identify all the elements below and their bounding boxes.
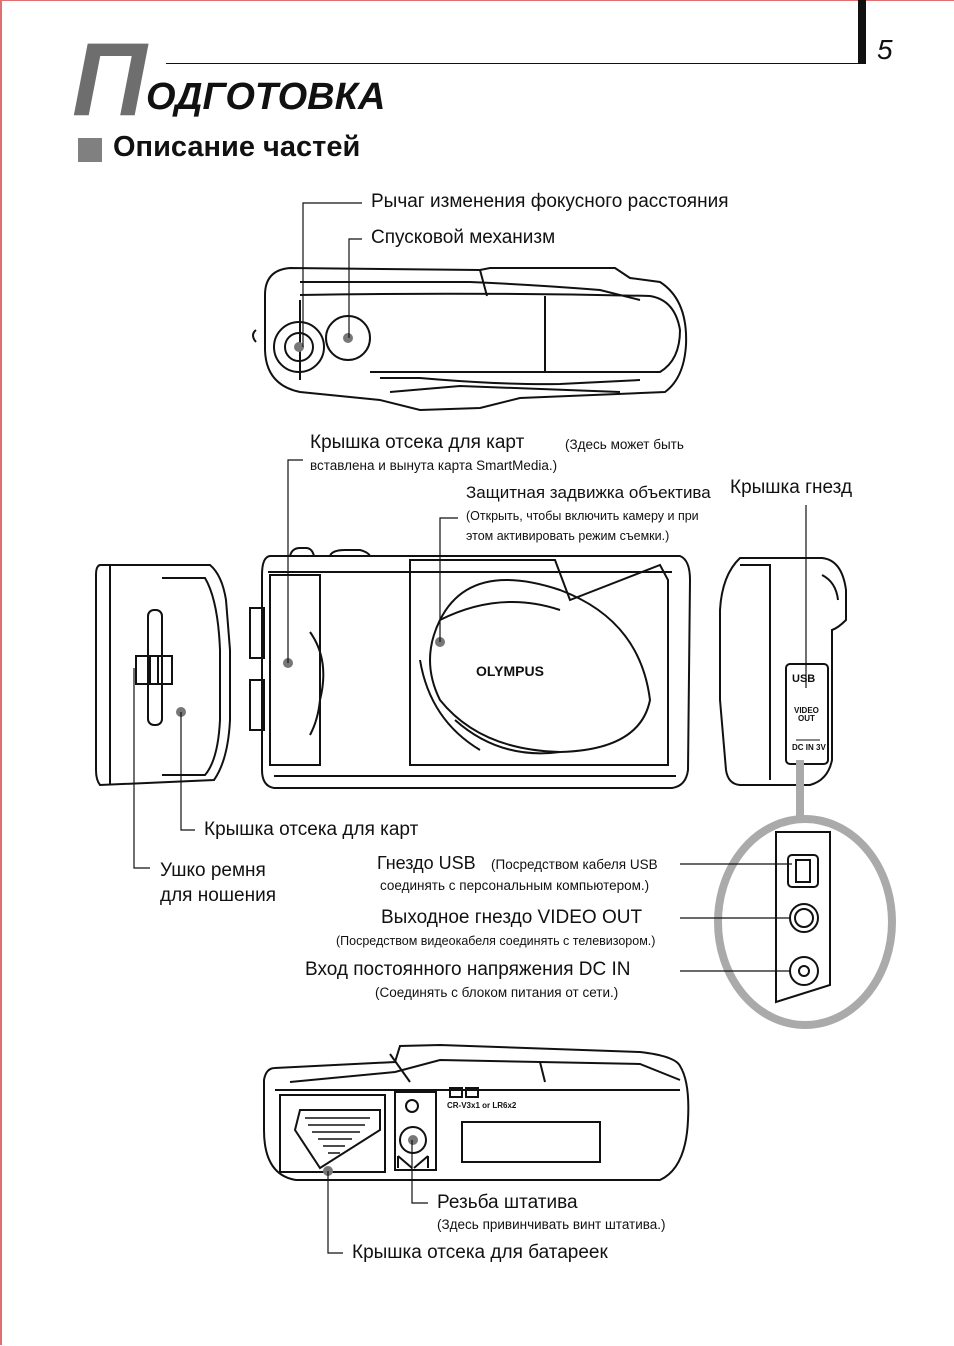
- camera-front-view: OLYMPUS: [249, 547, 692, 789]
- camera-top-view: [252, 266, 688, 412]
- label-usb: Гнездо USB: [377, 853, 476, 873]
- label-card-cover-top: Крышка отсека для карт: [310, 432, 525, 453]
- label-card-cover-side: Крышка отсека для карт: [204, 819, 419, 840]
- video-marking-2: OUT: [798, 714, 815, 723]
- section-title: Описание частей: [113, 131, 361, 163]
- title-initial: П: [72, 22, 147, 138]
- label-usb-note-1: (Посредством кабеля USB: [491, 857, 658, 872]
- label-usb-note-2: соединять с персональным компьютером.): [380, 878, 650, 893]
- label-dc-in-note: (Соединять с блоком питания от сети.): [375, 985, 619, 1000]
- label-video-out-note: (Посредством видеокабеля соединять с тел…: [336, 934, 656, 948]
- dc-in-marking: DC IN 3V: [792, 743, 826, 752]
- page-title: ОДГОТОВКА: [146, 76, 386, 118]
- battery-spec-marking: CR-V3x1 or LR6x2: [447, 1101, 517, 1110]
- label-tripod-note: (Здесь привинчивать винт штатива.): [437, 1217, 666, 1232]
- camera-right-side-view: USB VIDEO OUT DC IN 3V: [719, 557, 847, 786]
- video-marking-1: VIDEO: [794, 706, 819, 715]
- label-video-out: Выходное гнездо VIDEO OUT: [381, 907, 643, 928]
- brand-logo: OLYMPUS: [476, 663, 544, 679]
- section-bullet-square: [78, 138, 102, 162]
- label-battery-cover: Крышка отсека для батареек: [352, 1242, 608, 1263]
- connector-detail: [714, 760, 896, 1029]
- page-number-bar: [858, 0, 866, 64]
- page-number: 5: [877, 34, 893, 65]
- label-dc-in: Вход постоянного напряжения DC IN: [305, 959, 631, 980]
- label-shutter-button: Спусковой механизм: [371, 227, 556, 248]
- camera-left-side-view: [95, 564, 231, 787]
- header-rule: [166, 63, 858, 64]
- label-tripod-socket: Резьба штатива: [437, 1192, 578, 1213]
- camera-bottom-view: CR-V3x1 or LR6x2: [263, 1043, 690, 1181]
- leader-lines: [133, 202, 807, 1254]
- label-card-cover-top-note-2: вставлена и вынута карта SmartMedia.): [310, 458, 558, 473]
- label-lens-barrier-note-1: (Открыть, чтобы включить камеру и при: [466, 509, 699, 523]
- label-strap-eyelet-1: Ушко ремня: [160, 860, 266, 881]
- label-lens-barrier: Защитная задвижка объектива: [466, 483, 711, 502]
- label-connector-cover: Крышка гнезд: [730, 477, 853, 498]
- label-zoom-lever: Рычаг изменения фокусного расстояния: [371, 191, 729, 212]
- label-card-cover-top-note-1: (Здесь может быть: [565, 437, 684, 452]
- usb-marking: USB: [792, 673, 815, 685]
- label-lens-barrier-note-2: этом активировать режим съемки.): [466, 529, 670, 543]
- label-strap-eyelet-2: для ношения: [160, 885, 277, 906]
